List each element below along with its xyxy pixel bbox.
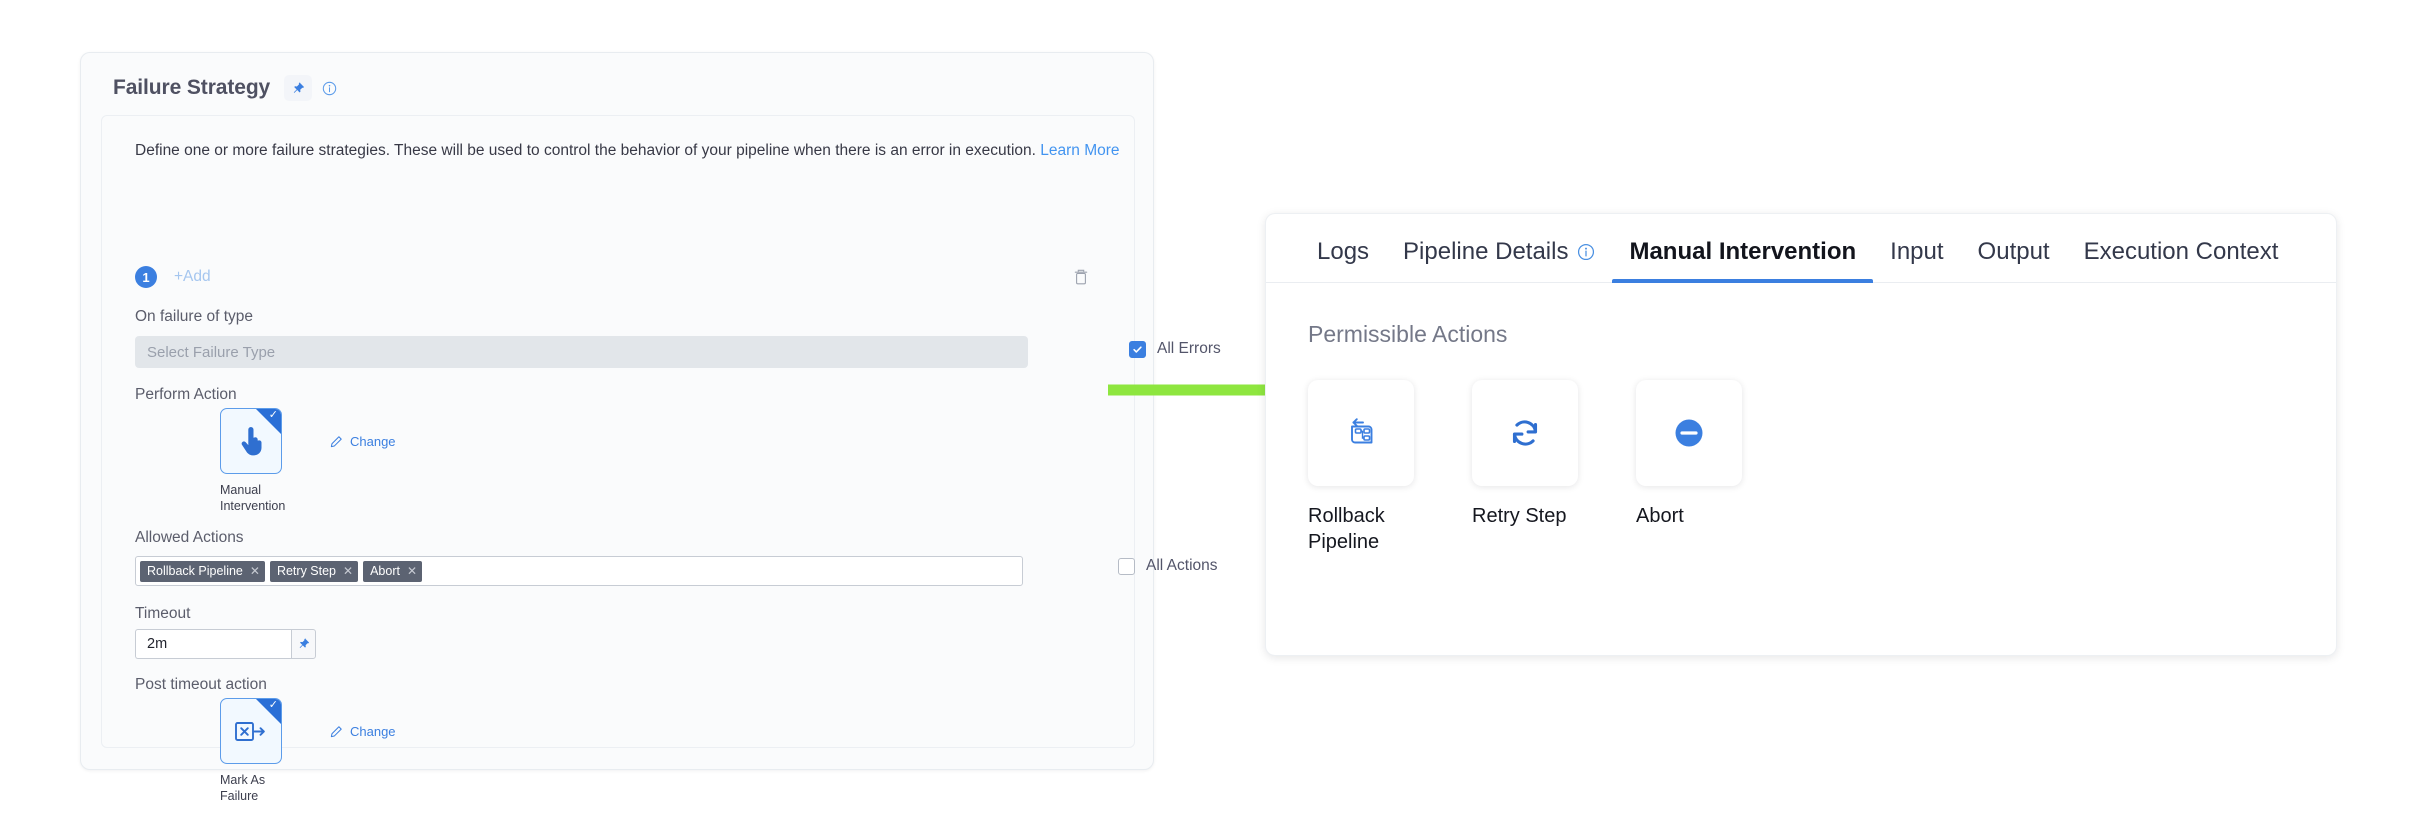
tab-execution-context[interactable]: Execution Context <box>2067 238 2296 282</box>
allowed-actions-input[interactable]: Rollback Pipeline ✕ Retry Step ✕ Abort ✕ <box>135 556 1023 586</box>
timeout-input[interactable]: 2m <box>135 629 291 659</box>
tab-label: Input <box>1890 238 1944 265</box>
permissible-actions-title: Permissible Actions <box>1308 321 1508 347</box>
change-label: Change <box>350 724 396 739</box>
selected-corner <box>256 409 281 434</box>
action-abort: Abort <box>1636 380 1742 555</box>
tag-label: Retry Step <box>276 564 337 578</box>
retry-refresh-icon <box>1512 420 1538 446</box>
strategy-card: Define one or more failure strategies. T… <box>101 115 1221 803</box>
change-post-timeout-action-button[interactable]: Change <box>330 724 396 739</box>
tab-manual-intervention[interactable]: Manual Intervention <box>1612 238 1873 283</box>
timeout-label: Timeout <box>135 605 191 622</box>
pencil-icon <box>330 436 342 448</box>
description-text: Define one or more failure strategies. T… <box>135 142 1036 159</box>
tag-label: Abort <box>370 564 400 578</box>
failure-type-select[interactable]: Select Failure Type <box>135 336 1028 368</box>
selected-corner <box>256 699 281 724</box>
mark-as-failure-icon <box>235 722 265 741</box>
tab-pipeline-details[interactable]: Pipeline Details <box>1386 238 1612 282</box>
all-actions-label: All Actions <box>1146 557 1218 574</box>
close-x-icon[interactable]: ✕ <box>406 564 418 578</box>
manual-intervention-tile[interactable]: ✓ <box>220 408 282 474</box>
info-circle-icon[interactable] <box>1577 243 1595 261</box>
tab-label: Pipeline Details <box>1403 238 1569 265</box>
execution-details-panel: Logs Pipeline Details Manual Interventio… <box>1265 213 2337 656</box>
tab-input[interactable]: Input <box>1873 238 1960 282</box>
tag-retry-step[interactable]: Retry Step ✕ <box>269 560 359 582</box>
pointing-hand-icon <box>241 427 262 456</box>
tab-label: Output <box>1977 238 2050 265</box>
timeout-field-wrap: 2m <box>135 629 316 659</box>
mark-as-failure-tile[interactable]: ✓ <box>220 698 282 764</box>
rollback-pipeline-icon <box>1351 418 1373 444</box>
all-errors-label: All Errors <box>1157 340 1221 357</box>
permissible-actions-grid: Rollback Pipeline Retry Step <box>1308 380 2336 555</box>
rollback-pipeline-button[interactable] <box>1308 380 1414 486</box>
check-icon: ✓ <box>268 409 278 421</box>
action-retry-step: Retry Step <box>1472 380 1578 555</box>
strategy-number-badge: 1 <box>135 266 157 288</box>
change-perform-action-button[interactable]: Change <box>330 434 396 449</box>
tag-abort[interactable]: Abort ✕ <box>363 560 423 582</box>
tab-label: Logs <box>1317 238 1370 265</box>
retry-step-button[interactable] <box>1472 380 1578 486</box>
change-label: Change <box>350 434 396 449</box>
all-errors-checkbox-row[interactable]: All Errors <box>1129 340 1221 358</box>
post-timeout-action-label: Post timeout action <box>135 676 267 693</box>
action-label: Rollback Pipeline <box>1308 505 1385 553</box>
action-label: Abort <box>1636 505 1684 527</box>
close-x-icon[interactable]: ✕ <box>249 564 260 578</box>
info-circle-icon[interactable] <box>322 81 337 96</box>
action-label: Retry Step <box>1472 505 1567 527</box>
abort-minus-circle-icon <box>1675 419 1703 447</box>
all-errors-checkbox[interactable] <box>1129 340 1146 358</box>
perform-action-label: Perform Action <box>135 386 237 403</box>
add-strategy-button[interactable]: +Add <box>174 268 211 285</box>
panel-header: Failure Strategy <box>81 53 1153 105</box>
pin-icon[interactable] <box>284 75 313 101</box>
close-x-icon[interactable]: ✕ <box>343 564 354 578</box>
all-actions-checkbox-row[interactable]: All Actions <box>1118 557 1218 575</box>
failure-strategy-panel: Failure Strategy Define one or more fail… <box>80 52 1221 803</box>
action-rollback-pipeline: Rollback Pipeline <box>1308 380 1414 555</box>
pencil-icon <box>330 726 342 738</box>
trash-icon[interactable] <box>1072 268 1090 288</box>
mark-as-failure-caption: Mark As Failure <box>220 773 266 803</box>
post-timeout-tile-wrap: ✓ Mark As Failure <box>220 698 292 804</box>
page-title: Failure Strategy <box>113 76 271 99</box>
panel-description: Define one or more failure strategies. T… <box>135 141 1120 161</box>
tab-logs[interactable]: Logs <box>1300 238 1386 282</box>
tab-bar: Logs Pipeline Details Manual Interventio… <box>1266 214 2336 283</box>
manual-intervention-caption: Manual Intervention <box>220 483 286 513</box>
tab-label: Manual Intervention <box>1629 238 1857 265</box>
on-failure-label: On failure of type <box>135 308 254 325</box>
learn-more-link[interactable]: Learn More <box>1040 142 1120 159</box>
tab-label: Execution Context <box>2083 238 2279 265</box>
abort-button[interactable] <box>1636 380 1742 486</box>
allowed-actions-label: Allowed Actions <box>135 529 244 546</box>
check-icon: ✓ <box>268 699 278 711</box>
tab-output[interactable]: Output <box>1961 238 2067 282</box>
panel-body: Permissible Actions <box>1266 283 2336 555</box>
add-strategy-row: 1 +Add <box>135 266 211 288</box>
pin-icon[interactable] <box>291 629 316 659</box>
tag-label: Rollback Pipeline <box>147 564 243 578</box>
tag-rollback-pipeline[interactable]: Rollback Pipeline ✕ <box>140 560 265 582</box>
perform-action-tile-wrap: ✓ Manual Intervention <box>220 408 292 514</box>
all-actions-checkbox[interactable] <box>1118 557 1135 575</box>
